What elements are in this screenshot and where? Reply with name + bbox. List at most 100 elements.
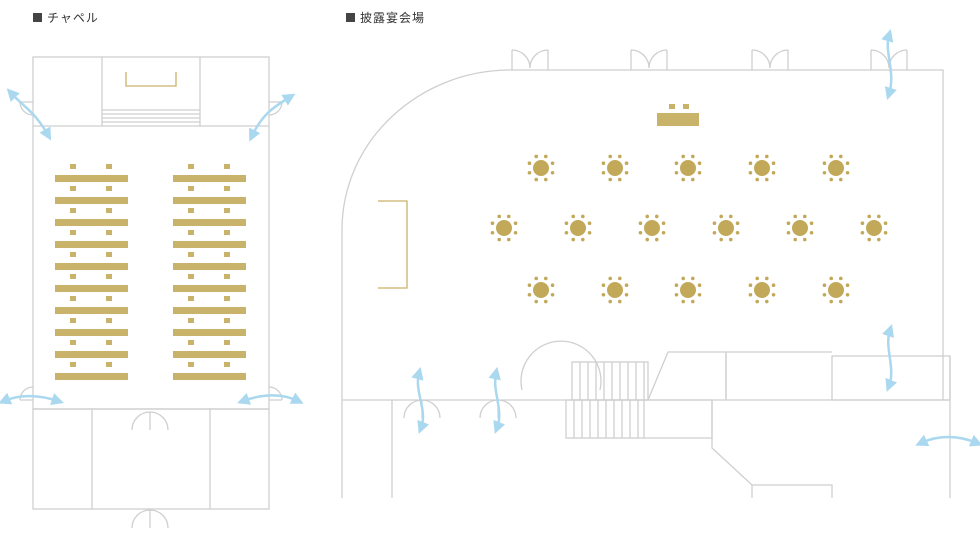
- table-chair: [564, 230, 569, 235]
- table-chair: [601, 292, 606, 297]
- table-chair: [674, 283, 679, 288]
- pew: [173, 175, 246, 182]
- pew-chair: [224, 340, 230, 345]
- entrance-arrow: [237, 392, 304, 405]
- table-chair: [506, 214, 511, 219]
- altar-table: [125, 72, 177, 87]
- table-chair: [587, 230, 592, 235]
- pew-chair: [70, 164, 76, 169]
- table-chair: [771, 283, 776, 288]
- table-chair: [550, 283, 555, 288]
- pew-chair: [224, 274, 230, 279]
- table-chair: [755, 276, 760, 281]
- table-chair: [829, 177, 834, 182]
- pew: [173, 373, 246, 380]
- pew: [55, 175, 128, 182]
- table-chair: [809, 221, 814, 226]
- banquet-caption-text: 披露宴会場: [360, 11, 426, 25]
- table-chair: [876, 214, 881, 219]
- round-table: [786, 214, 814, 242]
- pew: [173, 241, 246, 248]
- table-chair: [645, 237, 650, 242]
- table-chair: [845, 283, 850, 288]
- table-chair: [534, 154, 539, 159]
- pew-chair: [188, 340, 194, 345]
- pew-chair: [106, 362, 112, 367]
- table-chair: [822, 283, 827, 288]
- pew-chair: [224, 230, 230, 235]
- pew-chair: [70, 186, 76, 191]
- stage: [378, 200, 408, 289]
- table-chair: [771, 161, 776, 166]
- pew: [173, 351, 246, 358]
- table-chair: [876, 237, 881, 242]
- table-chair: [527, 161, 532, 166]
- round-table: [860, 214, 888, 242]
- table-chair: [712, 221, 717, 226]
- table-chair: [601, 161, 606, 166]
- pew-chair: [188, 274, 194, 279]
- pew: [55, 241, 128, 248]
- table-chair: [513, 221, 518, 226]
- pew-chair: [106, 186, 112, 191]
- head-table: [657, 113, 699, 126]
- entrance-arrow: [411, 366, 430, 434]
- chapel-arrows: [0, 88, 304, 405]
- table-chair: [786, 221, 791, 226]
- table-chair: [735, 221, 740, 226]
- table-chair: [809, 230, 814, 235]
- pew-chair: [188, 296, 194, 301]
- entrance-arrow: [915, 434, 980, 447]
- table-chair: [527, 170, 532, 175]
- door-swing: [19, 386, 34, 401]
- table-chair: [728, 214, 733, 219]
- table-chair: [608, 299, 613, 304]
- table-chair: [661, 221, 666, 226]
- pew-chair: [188, 362, 194, 367]
- table-chair: [624, 283, 629, 288]
- table-chair: [845, 292, 850, 297]
- table-chair: [822, 292, 827, 297]
- table-chair: [697, 170, 702, 175]
- pew-chair: [224, 252, 230, 257]
- table-chair: [638, 221, 643, 226]
- pew-chair: [106, 252, 112, 257]
- table-chair: [793, 237, 798, 242]
- banquet-wall: [341, 69, 944, 400]
- pew: [55, 307, 128, 314]
- pew: [55, 285, 128, 292]
- caption-square-icon: [33, 13, 42, 22]
- table-chair: [681, 154, 686, 159]
- pew-chair: [70, 318, 76, 323]
- pew-chair: [224, 164, 230, 169]
- table-chair: [690, 177, 695, 182]
- table-chair: [608, 276, 613, 281]
- pew-chair: [106, 274, 112, 279]
- pew-chair: [106, 164, 112, 169]
- table-chair: [654, 237, 659, 242]
- pew-chair: [224, 296, 230, 301]
- guest-tables: [490, 154, 888, 304]
- table-chair: [829, 154, 834, 159]
- pew-chair: [106, 318, 112, 323]
- pews: [55, 164, 246, 380]
- table-chair: [543, 299, 548, 304]
- chapel-foyer: [32, 408, 270, 510]
- entrance-arrow: [882, 324, 898, 392]
- table-chair: [490, 221, 495, 226]
- table-chair: [543, 276, 548, 281]
- table-chair: [617, 299, 622, 304]
- entrance-arrow: [249, 93, 296, 142]
- entrance-arrow: [6, 88, 52, 141]
- table-chair: [764, 276, 769, 281]
- pew: [55, 263, 128, 270]
- pew-chair: [70, 230, 76, 235]
- table-chair: [764, 299, 769, 304]
- table-chair: [681, 299, 686, 304]
- door-swing: [131, 509, 169, 529]
- table-chair: [681, 177, 686, 182]
- pew: [173, 329, 246, 336]
- entrance-arrow: [881, 29, 897, 100]
- table-chair: [748, 292, 753, 297]
- pew-chair: [70, 274, 76, 279]
